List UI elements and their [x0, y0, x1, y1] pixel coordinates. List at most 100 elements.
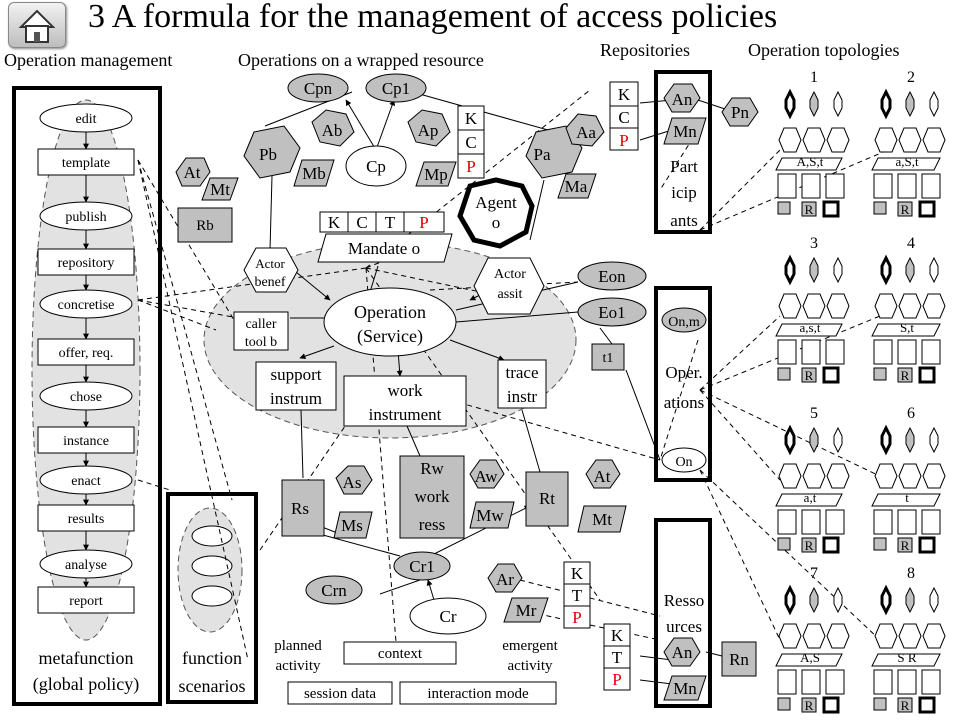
- topology-number: 7: [810, 565, 818, 582]
- ap-label: Ap: [418, 121, 439, 140]
- actor-benef-node[interactable]: [243, 247, 299, 293]
- an2-node[interactable]: [663, 637, 701, 667]
- topology-7[interactable]: 7A,SR: [775, 565, 850, 714]
- topology-2[interactable]: 2a,S,tR: [871, 69, 946, 218]
- svg-text:P: P: [612, 670, 621, 689]
- ab-node[interactable]: [311, 109, 355, 147]
- mr-node[interactable]: [503, 597, 549, 623]
- cpn-node[interactable]: [287, 73, 349, 103]
- rt-node[interactable]: [525, 471, 569, 527]
- cr1-node[interactable]: [393, 551, 451, 581]
- mandate[interactable]: K C T P Mandate o: [317, 211, 453, 263]
- topology-3[interactable]: 3a,s,tR: [775, 235, 850, 384]
- t1-node[interactable]: [591, 343, 625, 371]
- actor-assit-node[interactable]: [473, 257, 545, 315]
- svg-text:P: P: [619, 131, 628, 150]
- mt2-node[interactable]: [577, 505, 627, 533]
- aw-label: Aw: [475, 467, 499, 486]
- aw-node[interactable]: [469, 459, 505, 489]
- cr-label: Cr: [440, 607, 457, 626]
- ms-node[interactable]: [333, 511, 373, 539]
- topology-number: 4: [907, 235, 915, 252]
- mw-node[interactable]: [469, 501, 515, 529]
- on-m-node[interactable]: [661, 307, 707, 333]
- cp1-node[interactable]: [365, 73, 427, 103]
- home-button[interactable]: [8, 2, 66, 48]
- t1-label: t1: [603, 351, 614, 366]
- ar-node[interactable]: [487, 563, 523, 593]
- meta-item-offer-req-label: offer, req.: [59, 346, 114, 361]
- on-node[interactable]: [661, 447, 707, 473]
- meta-item-offer-req[interactable]: [37, 338, 135, 366]
- resso-sublabel: urces: [666, 617, 702, 636]
- topology-label: a,S,t: [895, 154, 919, 169]
- part-sublabel: icip: [671, 183, 697, 202]
- rw-node[interactable]: [399, 455, 465, 539]
- eon-node[interactable]: [577, 261, 647, 291]
- rt-label: Rt: [539, 489, 555, 508]
- work-sublabel: instrument: [369, 405, 442, 424]
- agent-node[interactable]: [457, 177, 535, 249]
- meta-item-instance[interactable]: [37, 426, 135, 454]
- caller-tool-sublabel: tool b: [245, 335, 277, 350]
- topology-5[interactable]: 5a,tR: [775, 405, 850, 554]
- ap-node[interactable]: [407, 109, 451, 147]
- rn-node[interactable]: [721, 641, 757, 677]
- aa-node[interactable]: [565, 113, 605, 147]
- meta-item-concretise-label: concretise: [58, 298, 115, 313]
- at-node[interactable]: [175, 157, 211, 187]
- ma-label: Ma: [565, 177, 588, 196]
- session-data-box[interactable]: [287, 681, 393, 705]
- mr-label: Mr: [516, 601, 537, 620]
- as-node[interactable]: [335, 465, 373, 495]
- context-label: context: [378, 646, 423, 662]
- trace-instrument[interactable]: [497, 359, 547, 409]
- topology-4[interactable]: 4S,tR: [871, 235, 946, 384]
- scenario-3[interactable]: [191, 585, 233, 607]
- kcp-stack-repo: K C P: [609, 81, 639, 151]
- rb-node[interactable]: [177, 207, 233, 243]
- planned-sublabel: activity: [276, 658, 321, 674]
- topology-8[interactable]: 8S RR: [871, 565, 946, 714]
- at2-node[interactable]: [585, 459, 621, 489]
- operation-service-node[interactable]: [323, 287, 457, 357]
- meta-item-results[interactable]: [37, 504, 135, 532]
- caller-tool-label: caller: [245, 317, 276, 332]
- actor-benef-sublabel: benef: [254, 275, 285, 290]
- emergent-sublabel: activity: [508, 658, 553, 674]
- meta-item-repository[interactable]: [37, 248, 135, 276]
- an-node[interactable]: [663, 83, 701, 113]
- ma-node[interactable]: [557, 173, 597, 199]
- meta-item-report[interactable]: [37, 586, 135, 614]
- eo1-node[interactable]: [577, 297, 647, 327]
- caller-tool-node[interactable]: [233, 311, 289, 351]
- context-box[interactable]: [343, 641, 457, 665]
- an-label: An: [672, 90, 693, 109]
- interaction-mode-box[interactable]: [399, 681, 557, 705]
- mb-node[interactable]: [293, 159, 335, 187]
- mp-node[interactable]: [415, 161, 457, 187]
- work-instrument[interactable]: [343, 375, 467, 427]
- scenario-2[interactable]: [191, 555, 233, 577]
- topology-6[interactable]: 6tR: [871, 405, 946, 554]
- support-label: support: [271, 365, 322, 384]
- svg-text:K: K: [611, 626, 624, 645]
- topology-1[interactable]: 1A,S,tR: [775, 69, 850, 218]
- crn-node[interactable]: [305, 575, 363, 605]
- pa-node[interactable]: [525, 125, 583, 179]
- mn-node[interactable]: [663, 117, 707, 145]
- mn2-node[interactable]: [663, 675, 707, 701]
- mn2-label: Mn: [673, 679, 697, 698]
- meta-item-instance-label: instance: [63, 434, 109, 449]
- cp-node[interactable]: [345, 145, 407, 187]
- mt-node[interactable]: [201, 177, 239, 201]
- pn-node[interactable]: [721, 97, 759, 127]
- cr-node[interactable]: [409, 597, 487, 635]
- operation-topologies: 1A,S,tR 2a,S,tR 3a,s,tR 4S,tR 5a,tR 6tR 7A,SR 8…: [775, 69, 946, 714]
- rs-node[interactable]: [281, 479, 325, 537]
- topology-r: R: [805, 368, 814, 383]
- support-instrument[interactable]: [255, 361, 337, 411]
- scenario-1[interactable]: [191, 525, 233, 547]
- topology-r: R: [901, 698, 910, 713]
- pb-node[interactable]: [243, 125, 301, 179]
